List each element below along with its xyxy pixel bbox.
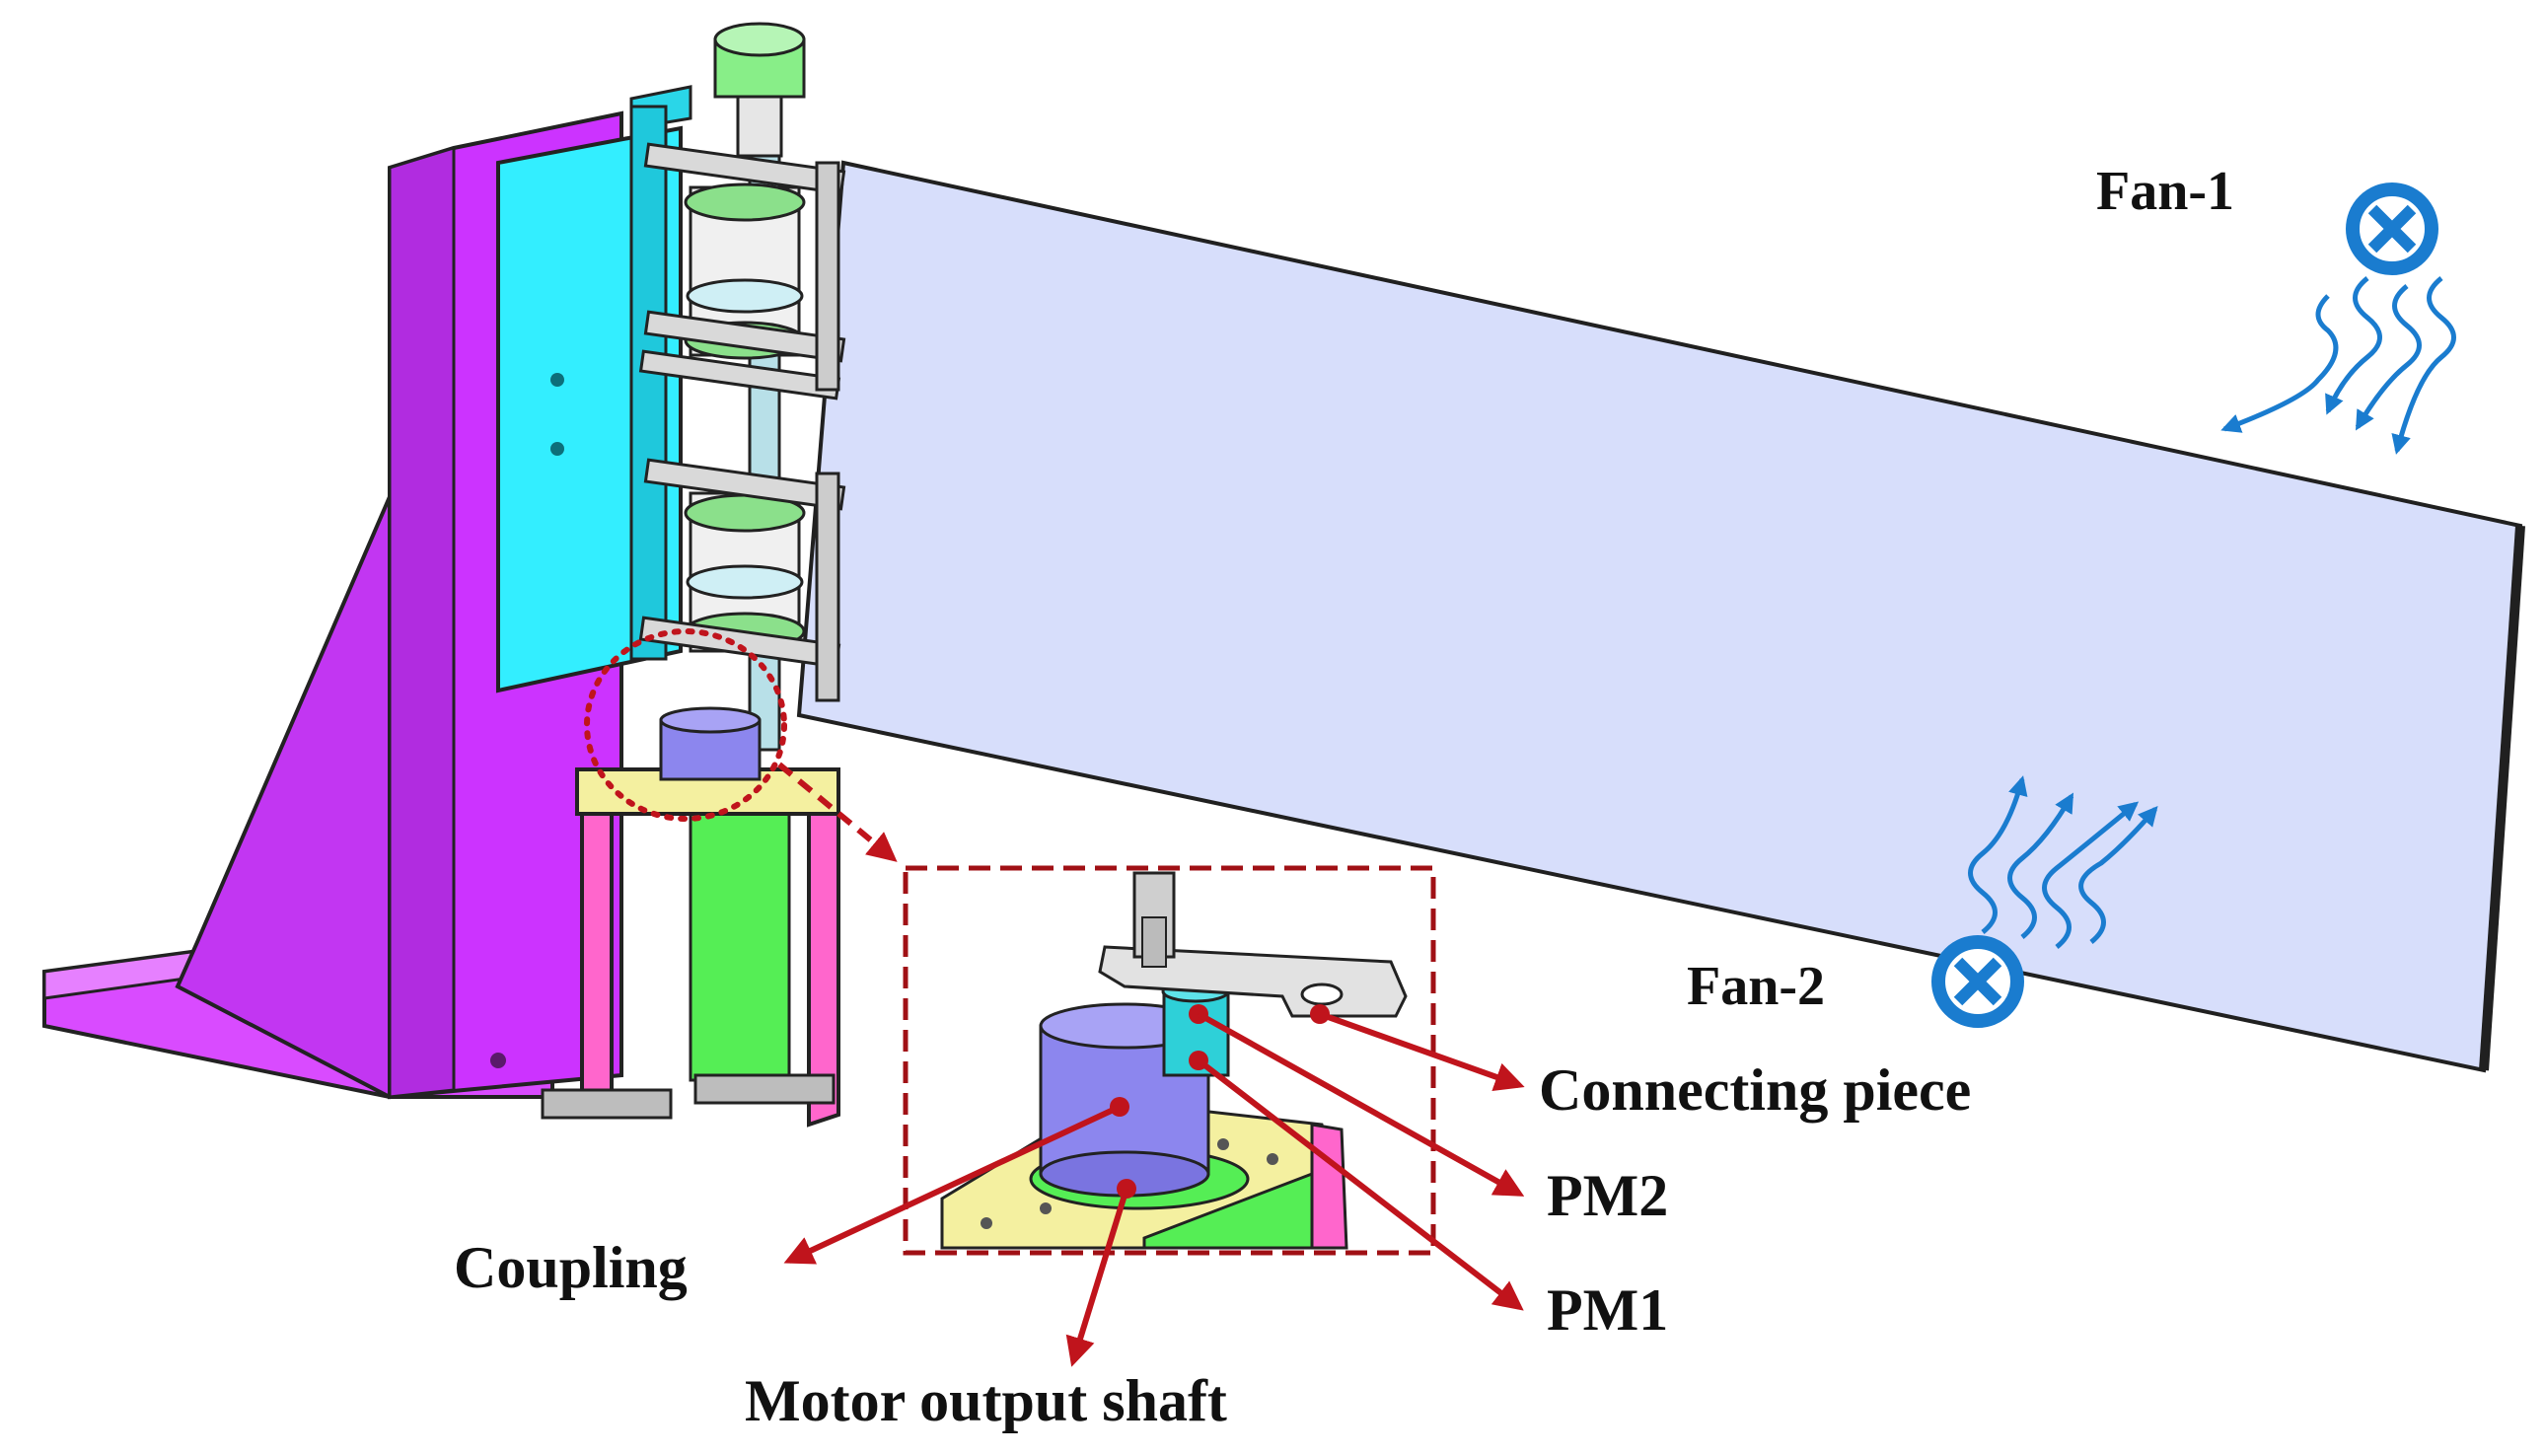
fan-1: Fan-1 bbox=[2096, 161, 2456, 455]
detail-inset bbox=[903, 865, 1436, 1256]
callout-leaders bbox=[783, 1004, 1525, 1367]
wavy-airflow-arrow-icon bbox=[1968, 775, 2158, 949]
lower-column bbox=[541, 767, 840, 1128]
fan-2: Fan-2 bbox=[1687, 775, 2158, 1028]
pm1-label: PM1 bbox=[1547, 1277, 1668, 1343]
fan-2-label: Fan-2 bbox=[1687, 956, 1825, 1017]
fan-cross-circle-icon bbox=[2346, 182, 2438, 275]
coupling-leader bbox=[783, 1104, 1122, 1265]
connecting-piece-label: Connecting piece bbox=[1539, 1057, 1971, 1123]
connecting-piece-leader bbox=[1318, 1011, 1525, 1092]
coupling-label: Coupling bbox=[454, 1235, 688, 1300]
pm1-leader bbox=[1197, 1057, 1524, 1311]
pm2-leader bbox=[1197, 1011, 1525, 1197]
wing-panel-edge bbox=[2479, 525, 2525, 1071]
motor-output-shaft-label: Motor output shaft bbox=[745, 1368, 1227, 1433]
fan-1-label: Fan-1 bbox=[2096, 161, 2234, 222]
fan-cross-circle-icon bbox=[1931, 935, 2024, 1028]
pm2-label: PM2 bbox=[1547, 1163, 1668, 1228]
wavy-airflow-arrow-icon bbox=[2220, 276, 2456, 455]
detail-highlight-ellipse bbox=[584, 628, 787, 822]
mounting-plate bbox=[496, 85, 692, 693]
shaft-leader bbox=[1065, 1188, 1129, 1367]
